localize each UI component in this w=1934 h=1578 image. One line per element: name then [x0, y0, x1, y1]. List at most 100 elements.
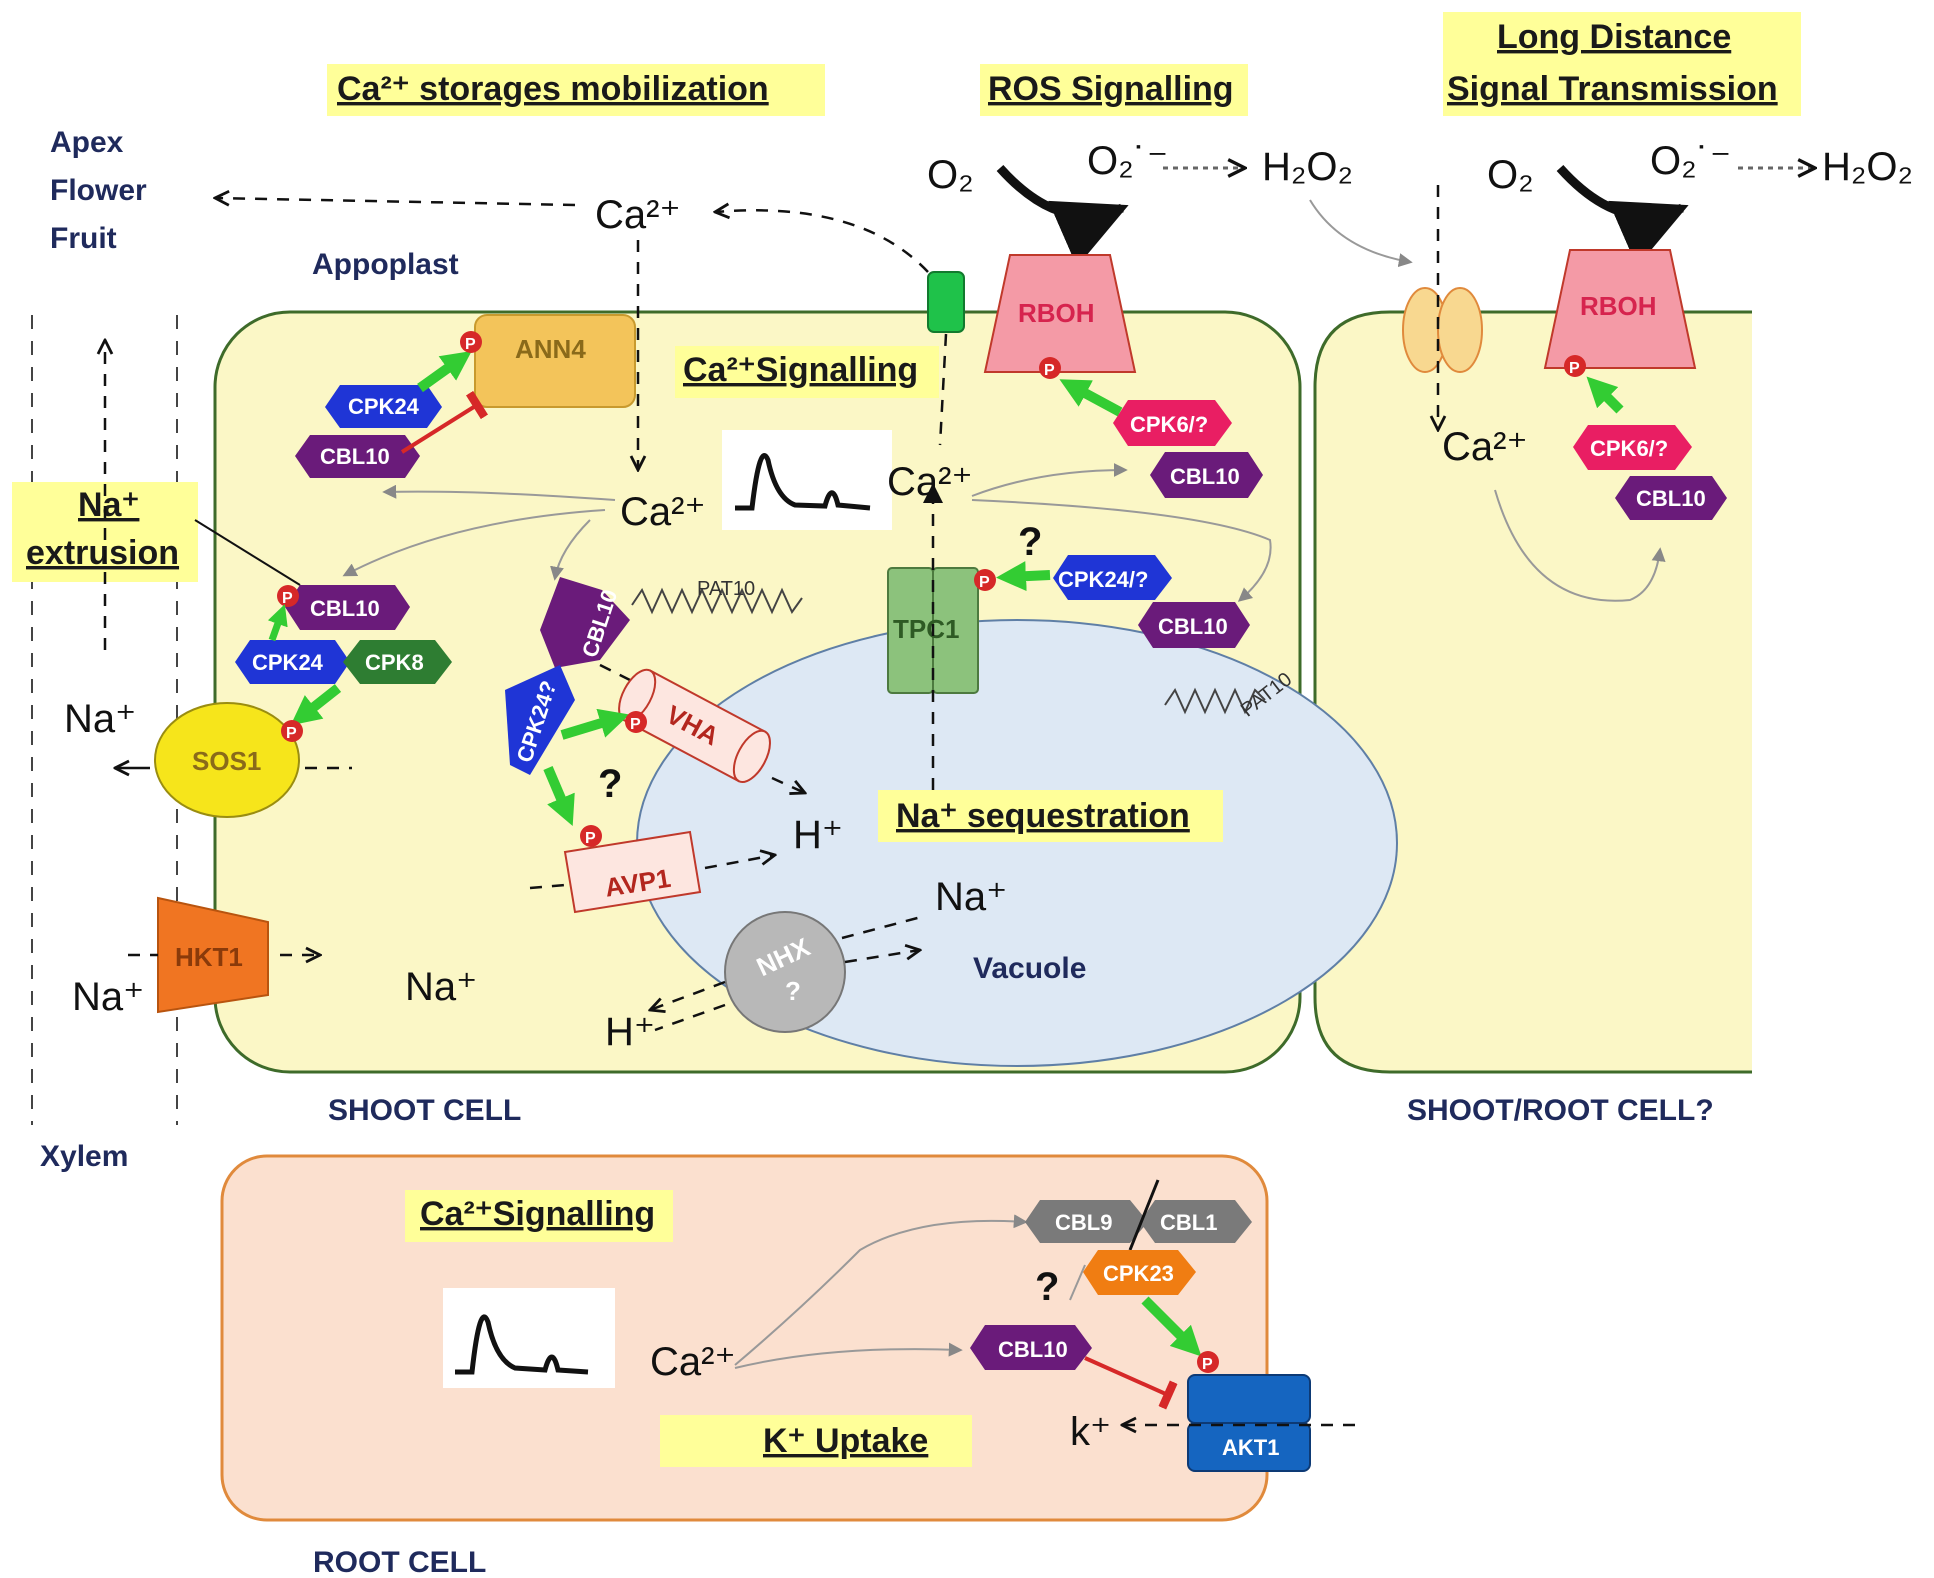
- ion-na-cytosol: Na⁺: [405, 965, 477, 1009]
- phospho-vha: [625, 711, 647, 733]
- cpk6-left-label: CPK6/?: [1130, 412, 1208, 437]
- pat10-zigzag-right: [1164, 687, 1266, 715]
- cpk24-top-label: CPK24: [348, 394, 420, 419]
- cbl9-label: CBL9: [1055, 1210, 1112, 1235]
- highlight-k-uptake: [660, 1415, 972, 1467]
- arrow-ca-to-apex: [215, 198, 576, 205]
- heading-na-extrusion-1: Na⁺: [78, 486, 139, 524]
- label-vacuole: Vacuole: [973, 952, 1086, 985]
- heading-ca-signalling-root: Ca²⁺Signalling: [420, 1195, 655, 1233]
- ros-conversion-arrow-right: [1556, 164, 1689, 267]
- heading-na-extrusion-2: extrusion: [26, 534, 179, 572]
- ion-h-nhx: H⁺: [605, 1010, 655, 1054]
- phospho-rboh-left: [1039, 357, 1061, 379]
- heading-signal-transmission: Signal Transmission: [1447, 70, 1778, 108]
- pat10-zigzag-left: [631, 587, 803, 615]
- label-apex: Apex: [50, 126, 124, 159]
- green-arrow-cpk24q-tpc1: [996, 561, 1051, 592]
- na-extrusion-pointer-line: [194, 519, 301, 586]
- cbl10-rboh-left: [1150, 452, 1263, 498]
- cbl10-top: [295, 435, 420, 478]
- label-appoplast: Appoplast: [312, 248, 459, 281]
- cbl10-rboh-right-label: CBL10: [1636, 486, 1706, 511]
- ion-k-root: k⁺: [1070, 1410, 1111, 1454]
- dashed-nhx-in-top: [841, 914, 926, 940]
- green-arrow-cpk6-rboh-right: [1586, 376, 1624, 414]
- sos1-label: SOS1: [192, 746, 261, 776]
- green-arrow-cpk24q-avp1: [543, 766, 575, 827]
- ion-ca-apoplast: Ca²⁺: [595, 193, 681, 237]
- ion-na-hkt1: Na⁺: [72, 975, 144, 1019]
- cpk24-top: [325, 385, 442, 428]
- phospho-akt1: [1197, 1351, 1219, 1373]
- akt1-bottom: [1187, 1422, 1311, 1472]
- cpk24q-right: [1053, 555, 1172, 600]
- grey-arrow-ca-to-cbl10-top: [382, 484, 616, 501]
- ion-ca-root: Ca²⁺: [650, 1340, 736, 1384]
- cbl10-tpc: [1138, 602, 1250, 648]
- shoot-root-cell: [1313, 310, 1752, 1074]
- grey-arrow-ca-to-cbl10-right: [971, 499, 1272, 602]
- label-xylem: Xylem: [40, 1140, 128, 1173]
- cbl-to-cpk23-line: [1069, 1264, 1086, 1301]
- nhx-protein: [724, 911, 846, 1033]
- ca-channel: [927, 271, 965, 333]
- cpk24q-protein: [505, 665, 575, 775]
- heading-k-uptake: K⁺ Uptake: [763, 1422, 928, 1460]
- phospho-tpc1-label: P: [979, 574, 990, 591]
- heading-long-distance: Long Distance: [1497, 18, 1731, 56]
- ca-spike-plot-shoot: [722, 430, 892, 530]
- phospho-cbl10-sos-label: P: [282, 590, 293, 607]
- grey-arrow-ca-to-cbl10-vac: [550, 519, 591, 581]
- phospho-ann4: [460, 331, 482, 353]
- grey-arrow-ca-to-cbl10-mid: [342, 509, 606, 577]
- phospho-avp1-label: P: [585, 830, 596, 847]
- hkt1-protein: [157, 896, 269, 1014]
- cpk23-protein: [1083, 1250, 1196, 1295]
- rboh-left-label: RBOH: [1018, 298, 1095, 328]
- pat10-label-left: PAT10: [697, 578, 755, 600]
- ion-superoxide-right: O₂˙⁻: [1650, 139, 1731, 183]
- rboh-left: [983, 254, 1137, 373]
- phospho-vha-label: P: [630, 716, 641, 733]
- arrow-vha-h: [771, 776, 805, 793]
- green-arrow-cpk24-ann4: [417, 351, 472, 393]
- ann4-protein: [474, 314, 636, 408]
- ion-h-vacuole: H⁺: [793, 813, 843, 857]
- ion-o2-left: O₂: [927, 153, 974, 197]
- phospho-akt1-label: P: [1202, 1356, 1213, 1373]
- highlight-ca-mobilization: [327, 64, 825, 116]
- cpk6-left: [1113, 400, 1232, 446]
- vha-protein: [618, 668, 771, 783]
- green-arrow-cpk23-akt1: [1141, 1296, 1202, 1357]
- channel-to-ca-line: [938, 333, 948, 446]
- phospho-rboh-right-label: P: [1569, 360, 1580, 377]
- nhx-question: ?: [785, 976, 801, 1006]
- grey-arrow-ca-to-cpk6: [971, 463, 1128, 497]
- rboh-right-label: RBOH: [1580, 291, 1657, 321]
- ca-spike-trace-shoot: [735, 452, 871, 511]
- green-arrow-cpk24q-vha: [560, 708, 630, 740]
- phospho-rboh-right: [1564, 355, 1586, 377]
- akt1-top: [1187, 1374, 1311, 1424]
- cbl10-tpc-label: CBL10: [1158, 614, 1228, 639]
- cbl10-top-label: CBL10: [320, 444, 390, 469]
- cbl10-sos: [285, 585, 410, 630]
- grey-arrow-ca-cbl10-right: [1494, 489, 1666, 602]
- ann4-label: ANN4: [515, 334, 586, 364]
- cbl10-rboh-left-label: CBL10: [1170, 464, 1240, 489]
- highlight-ros: [980, 64, 1248, 116]
- cpk6-right: [1573, 425, 1692, 470]
- cpk24q-right-label: CPK24/?: [1058, 567, 1148, 592]
- green-arrow-cpk6-rboh-left: [1059, 379, 1123, 417]
- cpk6-right-label: CPK6/?: [1590, 436, 1668, 461]
- ion-na-vacuole: Na⁺: [935, 875, 1007, 919]
- phospho-cbl10-sos: [277, 585, 299, 607]
- cbl9-protein: [1025, 1200, 1148, 1243]
- hkt1-label: HKT1: [175, 942, 243, 972]
- akt1-label: AKT1: [1222, 1435, 1279, 1460]
- ion-o2-right: O₂: [1487, 153, 1534, 197]
- ion-ca-cytosol-left: Ca²⁺: [620, 490, 706, 534]
- question-cpk23: ?: [1035, 1265, 1059, 1309]
